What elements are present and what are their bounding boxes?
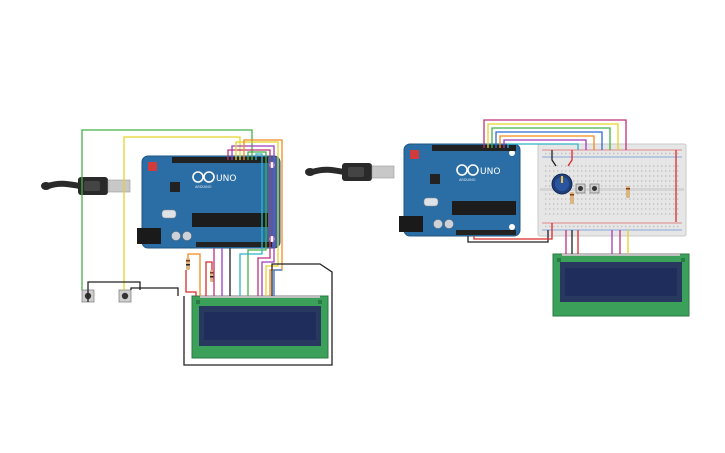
- left-reset-button[interactable]: [148, 162, 157, 171]
- left-circuit: UNO ARDUINO: [41, 129, 333, 366]
- right-circuit: UNO ARDUINO: [305, 119, 690, 317]
- right-board-model: UNO: [480, 167, 500, 177]
- left-usb-cable[interactable]: [41, 177, 131, 195]
- right-usb-cable[interactable]: [305, 163, 395, 181]
- right-pushbutton-2[interactable]: [589, 183, 600, 194]
- left-resistor-1[interactable]: [186, 258, 190, 270]
- right-arduino-board[interactable]: UNO ARDUINO: [399, 143, 521, 237]
- right-reset-button[interactable]: [410, 150, 419, 159]
- left-pushbutton-2[interactable]: [118, 289, 132, 303]
- right-board-brand: ARDUINO: [459, 178, 476, 182]
- left-resistor-2[interactable]: [210, 270, 214, 282]
- left-lcd[interactable]: [191, 295, 329, 359]
- breadboard-holes: [545, 152, 680, 228]
- left-board-model: UNO: [216, 174, 236, 184]
- right-wires[interactable]: [467, 119, 677, 254]
- left-arduino-logo: UNO ARDUINO: [192, 171, 236, 189]
- left-wires[interactable]: [81, 129, 333, 366]
- right-pushbutton-1[interactable]: [575, 183, 586, 194]
- right-resistor-1[interactable]: [570, 192, 574, 204]
- right-arduino-logo: UNO ARDUINO: [456, 164, 500, 182]
- left-arduino-board[interactable]: UNO ARDUINO: [137, 155, 281, 249]
- right-resistor-2[interactable]: [626, 186, 630, 198]
- breadboard[interactable]: [537, 143, 687, 237]
- right-lcd[interactable]: [552, 253, 690, 317]
- left-board-brand: ARDUINO: [195, 185, 212, 189]
- potentiometer[interactable]: [551, 173, 573, 195]
